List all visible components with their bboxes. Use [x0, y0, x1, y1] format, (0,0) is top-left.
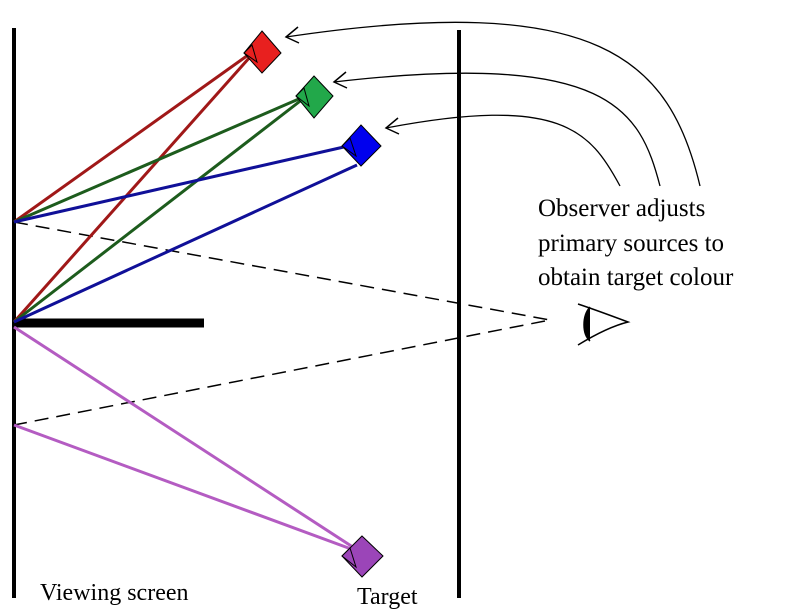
target-beams: [13, 325, 363, 555]
arrow-to-red: [285, 21, 701, 187]
target-source-icon: [341, 535, 384, 578]
observer-note-line3: obtain target colour: [538, 264, 734, 291]
arrowheads: [284, 26, 400, 135]
observer-note-line1: Observer adjusts: [538, 195, 705, 222]
target-label: Target: [357, 584, 418, 610]
viewing-screen-label: Viewing screen: [40, 580, 189, 606]
blue-beams: [13, 142, 358, 324]
red-source-icon: [243, 30, 282, 74]
arrow-to-green: [333, 72, 661, 187]
observer-note-line2: primary sources to: [538, 230, 724, 257]
blue-source-icon: [341, 124, 382, 167]
green-beams: [13, 93, 309, 324]
eye-icon: [577, 303, 631, 346]
adjustment-arrows: [285, 21, 701, 187]
green-source-icon: [295, 75, 334, 119]
red-beams: [12, 46, 260, 323]
arrow-to-blue: [385, 114, 621, 187]
sight-line: [13, 221, 551, 426]
